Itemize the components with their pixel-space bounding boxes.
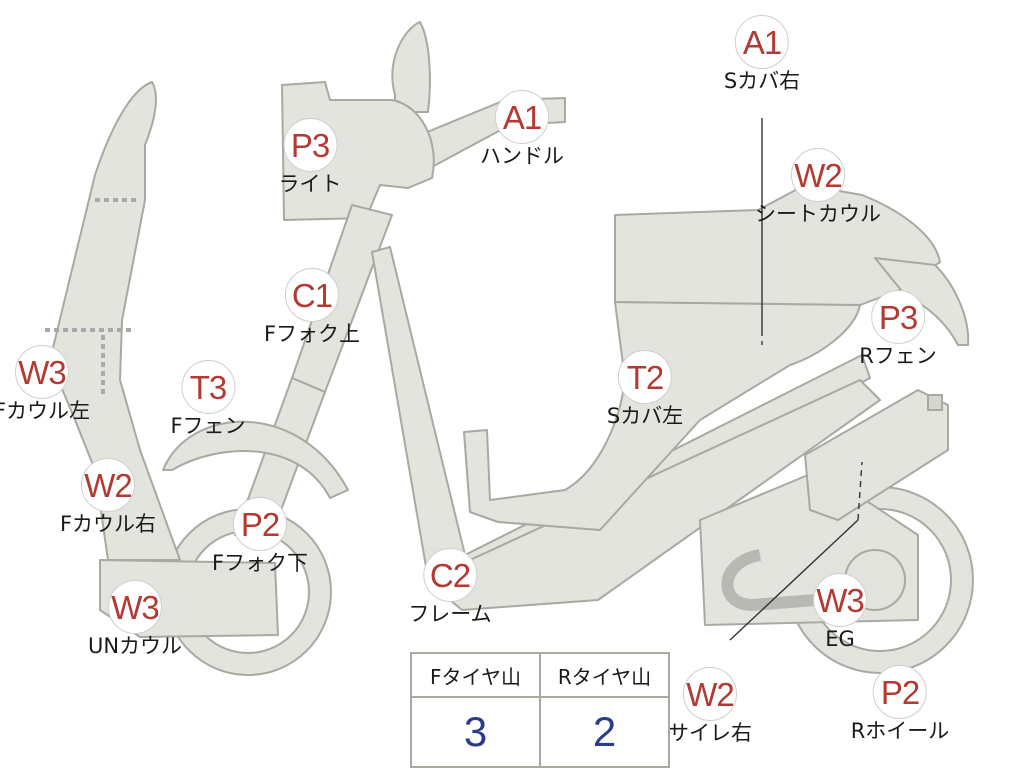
- part-name: UNカウル: [87, 634, 183, 658]
- part-name: Sカバ右: [723, 69, 801, 93]
- part-code: P2: [873, 665, 927, 719]
- part-name: Rフェン: [859, 344, 937, 368]
- part-code: W2: [683, 667, 737, 721]
- part-code: T2: [618, 350, 672, 404]
- part-code: P3: [283, 118, 337, 172]
- part-code: A1: [495, 90, 549, 144]
- part-name: Fカウル右: [59, 512, 157, 536]
- front-tire-header: Fタイヤ山: [410, 652, 541, 698]
- part-name: Fフォク下: [211, 551, 309, 575]
- part-name: ライト: [278, 172, 342, 196]
- windscreen: [391, 21, 431, 113]
- leader-silencer-tip: [857, 461, 863, 521]
- rear-tire-value: 2: [539, 696, 670, 768]
- part-label-rear-wheel: P2 Rホイール: [850, 665, 950, 743]
- silencer: [804, 389, 949, 521]
- part-code: P3: [871, 290, 925, 344]
- front-tire-value: 3: [410, 696, 541, 768]
- part-label-side-cover-left: T2 Sカバ左: [607, 350, 683, 427]
- part-name: フレーム: [408, 602, 492, 626]
- rear-tire-header: Rタイヤ山: [539, 652, 670, 698]
- part-name: EG: [825, 627, 855, 651]
- part-name: Sカバ左: [606, 404, 684, 428]
- part-name: サイレ右: [668, 721, 752, 745]
- part-code: W3: [15, 345, 69, 399]
- part-code: W2: [81, 458, 135, 512]
- part-name: ハンドル: [480, 144, 564, 168]
- part-label-frame: C2 フレーム: [408, 548, 492, 626]
- part-label-under-cowl: W3 UNカウル: [88, 580, 182, 657]
- exhaust-pipe: [721, 549, 816, 612]
- part-label-front-cowl-right: W2 Fカウル右: [60, 458, 156, 535]
- part-label-silencer-right: W2 サイレ右: [668, 667, 752, 744]
- part-label-front-fender: T3 Fフェン: [170, 360, 246, 438]
- tire-tread-table: Fタイヤ山 Rタイヤ山 3 2: [410, 652, 670, 768]
- part-code: T3: [181, 360, 235, 414]
- part-code: W3: [813, 573, 867, 627]
- part-name: シートカウル: [755, 202, 881, 226]
- tire-table-header-row: Fタイヤ山 Rタイヤ山: [410, 652, 670, 698]
- part-code: W3: [108, 580, 162, 634]
- part-label-engine: W3 EG: [813, 573, 867, 650]
- part-name: Fカウル左: [0, 399, 91, 423]
- silencer-tip: [927, 394, 943, 411]
- part-label-fork-lower: P2 Fフォク下: [212, 497, 308, 574]
- part-code: C2: [423, 548, 477, 602]
- tire-table-value-row: 3 2: [410, 696, 670, 768]
- part-name: Rホイール: [850, 719, 950, 743]
- part-label-fork-upper: C1 Fフォク上: [264, 268, 360, 345]
- part-label-side-cover-right: A1 Sカバ右: [724, 15, 800, 92]
- part-code: A1: [735, 15, 789, 69]
- part-label-front-cowl-left: W3 Fカウル左: [0, 345, 90, 422]
- leader-silencer: [729, 519, 859, 641]
- headlight-housing: [281, 81, 435, 221]
- part-name: Fフォク上: [263, 322, 361, 346]
- part-code: P2: [233, 497, 287, 551]
- side-cover: [463, 301, 861, 531]
- part-label-handlebar: A1 ハンドル: [480, 90, 564, 167]
- part-code: C1: [285, 268, 339, 322]
- part-code: W2: [791, 148, 845, 202]
- part-name: Fフェン: [170, 414, 246, 438]
- part-label-rear-fender: P3 Rフェン: [859, 290, 937, 367]
- part-label-headlight: P3 ライト: [279, 118, 342, 195]
- part-label-seat-cowl: W2 シートカウル: [755, 148, 881, 225]
- front-fender: [162, 420, 349, 499]
